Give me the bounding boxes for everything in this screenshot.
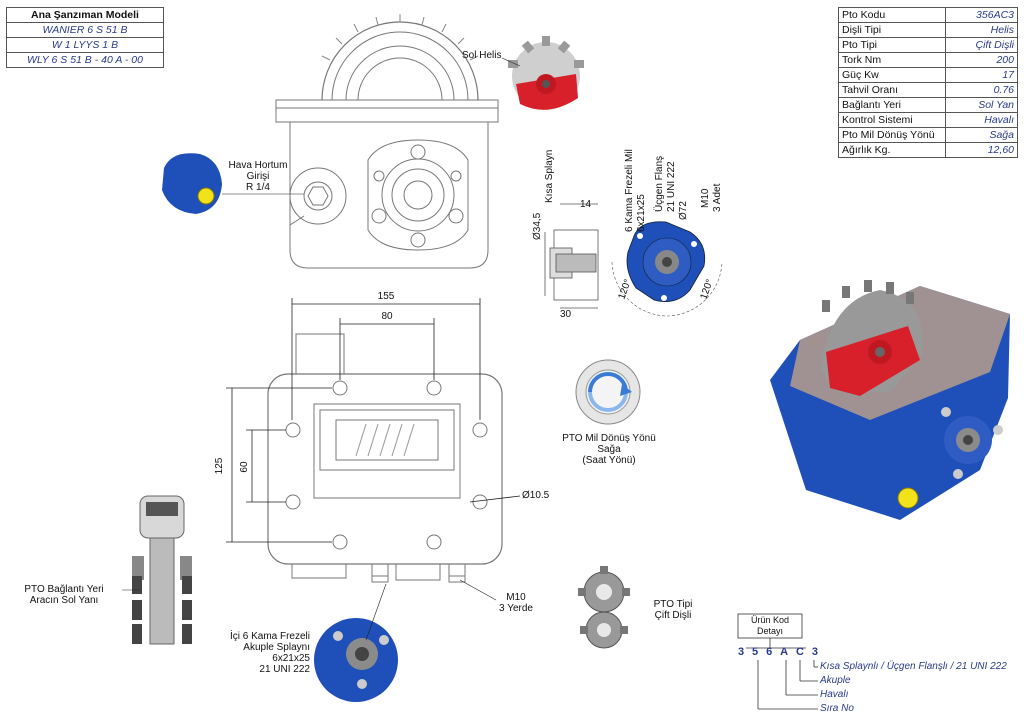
code-char: 3	[811, 646, 818, 658]
helical-gear-image	[508, 36, 584, 110]
akuple-label: İçi 6 Kama Frezeli Akuple Splaynı 6x21x2…	[222, 631, 310, 675]
dim-d34-5: Ø34,5	[532, 212, 543, 240]
hava-hortum-line1: Hava Hortum	[228, 160, 288, 171]
angle-120-right: 120°	[698, 278, 715, 301]
rotation-direction-icon	[575, 359, 641, 425]
front-view-drawing	[267, 333, 503, 583]
triangle-flange-drawing	[611, 221, 723, 317]
dim-d10-5: Ø10.5	[522, 490, 550, 501]
dim-125: 125	[214, 457, 225, 474]
kisa-splayn-label: Kısa Splayn	[544, 150, 555, 203]
double-gear-image	[578, 566, 630, 649]
spec-value: 0.76	[945, 82, 1018, 98]
code-legend-item: Kısa Splaynlı / Üçgen Flanşlı / 21 UNI 2…	[820, 661, 1007, 672]
pto-baglanti-line2: Aracın Sol Yanı	[29, 595, 99, 606]
m10-line2: 3 Yerde	[499, 603, 533, 614]
code-tree-lines	[737, 613, 818, 710]
dim-14: 14	[580, 199, 592, 210]
donus-line3: (Saat Yönü)	[582, 455, 636, 466]
donus-line2: Sağa	[597, 444, 621, 455]
truck-topview-image	[132, 495, 192, 645]
angle-120-left: 120°	[616, 278, 633, 301]
model-table: Ana Şanzıman Modeli WANIER 6 S 51 B W 1 …	[6, 7, 164, 68]
adet-label: 3 Adet	[712, 183, 723, 212]
dim-d72: Ø72	[678, 201, 689, 220]
code-detail-title-2: Detayı	[756, 626, 783, 636]
spec-value: Çift Dişli	[945, 37, 1018, 53]
akuple-line4: 21 UNI 222	[259, 664, 310, 675]
air-hose-cap-image	[162, 153, 222, 214]
dim-30: 30	[560, 309, 572, 320]
dim-80: 80	[381, 311, 393, 322]
code-char: C	[795, 646, 804, 658]
rotation-direction-label: PTO Mil Dönüş Yönü Sağa (Saat Yönü)	[550, 433, 668, 466]
code-char: 6	[766, 646, 773, 658]
code-detail-title-1: Ürün Kod	[750, 615, 790, 625]
top-view-drawing	[275, 14, 499, 269]
code-chars: 3 5 6 A C 3	[738, 646, 818, 658]
code-legend-item: Sıra No	[820, 703, 854, 714]
m10-label: M10	[700, 188, 711, 208]
hava-hortum-line3: R 1/4	[246, 182, 270, 193]
code-char: A	[780, 646, 789, 658]
hava-hortum-label: Hava Hortum Girişi R 1/4	[218, 160, 298, 193]
spec-key: Pto Mil Dönüş Yönü	[838, 127, 946, 143]
spec-value: 12,60	[945, 142, 1018, 158]
dim-60: 60	[239, 461, 250, 473]
code-detail-title: Ürün Kod Detayı	[738, 615, 802, 637]
spline-section-drawing	[544, 203, 599, 309]
pto-baglanti-label: PTO Bağlantı Yeri Aracın Sol Yanı	[4, 584, 124, 606]
ucgen-label: Üçgen Flanş	[653, 156, 665, 212]
pto-3d-render	[770, 280, 1010, 520]
spec-key: Pto Kodu	[838, 7, 946, 23]
sol-helis-label: Sol Helis	[462, 50, 502, 61]
code-char: 5	[752, 646, 759, 658]
ucgen-std-label: 21 UNI 222	[666, 161, 677, 212]
donus-line1: PTO Mil Dönüş Yönü	[562, 433, 656, 444]
pto-tipi-label: PTO Tipi Çift Dişli	[640, 599, 706, 621]
spec-value: 17	[945, 67, 1018, 83]
dim-155: 155	[378, 291, 395, 302]
pto-tipi-line2: Çift Dişli	[654, 610, 692, 621]
hava-hortum-line2: Girişi	[246, 171, 270, 182]
pto-baglanti-line1: PTO Bağlantı Yeri	[24, 584, 104, 595]
kama-label: 6 Kama Frezeli Mil	[624, 149, 635, 232]
spec-key: Güç Kw	[838, 67, 946, 83]
m10-line1: M10	[506, 592, 526, 603]
akuple-line3: 6x21x25	[272, 653, 310, 664]
spec-key: Bağlantı Yeri	[838, 97, 946, 113]
spec-value: Sol Yan	[945, 97, 1018, 113]
model-row: WLY 6 S 51 B - 40 A - 00	[6, 52, 164, 68]
kama-size-label: 6x21x25	[636, 194, 647, 232]
akuple-line2: Akuple Splaynı	[243, 642, 310, 653]
code-legend-item: Akuple	[820, 675, 851, 686]
code-legend-item: Havalı	[820, 689, 849, 700]
m10-3-yerde-label: M10 3 Yerde	[488, 592, 544, 614]
code-char: 3	[738, 646, 745, 658]
spec-key: Ağırlık Kg.	[838, 142, 946, 158]
pto-tipi-line1: PTO Tipi	[653, 599, 693, 610]
akuple-line1: İçi 6 Kama Frezeli	[229, 631, 310, 642]
dimension-lines	[226, 298, 521, 543]
akuple-render-image	[314, 618, 398, 702]
